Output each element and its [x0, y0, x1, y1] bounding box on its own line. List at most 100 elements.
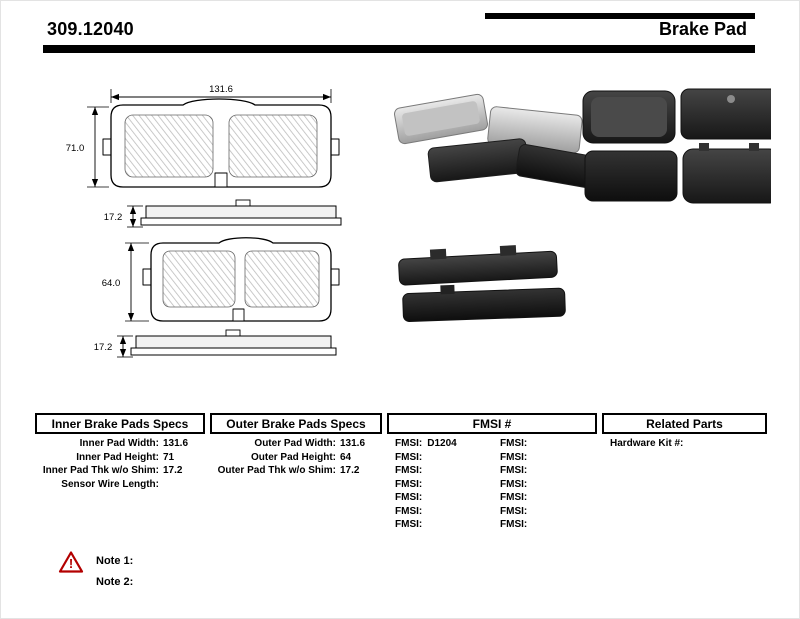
fmsi-label: FMSI:	[500, 492, 528, 503]
spec-value: 131.6	[340, 438, 366, 449]
spec-label: Outer Pad Height:	[250, 451, 336, 463]
inner-pad-thickness-dimension: 17.2	[104, 205, 143, 228]
outer-spec-row: Outer Pad Thk w/o Shim: 17.2	[210, 464, 382, 478]
inner-pad-front-view: 131.6 71.0	[66, 83, 340, 188]
specs-table: Inner Brake Pads Specs Inner Pad Width: …	[35, 413, 767, 532]
header-top-rule	[485, 13, 755, 19]
fmsi-cell: FMSI:	[492, 464, 597, 478]
warning-icon: !	[58, 551, 84, 573]
fmsi-label: FMSI:	[395, 505, 423, 517]
fmsi-label: FMSI:	[395, 492, 423, 503]
product-photo-flat-pads	[398, 245, 566, 323]
fmsi-column: FMSI # FMSI: D1204 FMSI: FMSI: FMSI:	[387, 413, 597, 532]
outer-pad-height-dimension: 64.0	[102, 242, 149, 322]
fmsi-cell: FMSI:	[387, 478, 492, 492]
outer-spec-row: Outer Pad Height: 64	[210, 451, 382, 465]
spec-label: Inner Pad Thk w/o Shim:	[42, 465, 159, 476]
fmsi-label: FMSI:	[500, 478, 528, 490]
fmsi-value	[527, 491, 532, 505]
fmsi-cell: FMSI:	[492, 518, 597, 532]
fmsi-label: FMSI:	[395, 451, 423, 463]
fmsi-value	[422, 505, 427, 519]
outer-height-label: 64.0	[102, 278, 121, 289]
spec-label: Outer Pad Width:	[254, 438, 336, 449]
fmsi-cell: FMSI:	[492, 478, 597, 492]
fmsi-cell: FMSI:	[387, 505, 492, 519]
product-photo-angled-set	[394, 93, 603, 190]
inner-height-label: 71.0	[66, 143, 85, 154]
inner-spec-row: Inner Pad Height: 71	[35, 451, 205, 465]
fmsi-value	[422, 491, 427, 505]
fmsi-value	[527, 451, 532, 465]
spec-value	[159, 478, 205, 492]
spec-label: Inner Pad Width:	[79, 438, 159, 449]
fmsi-value	[422, 518, 427, 532]
fmsi-cell: FMSI: D1204	[387, 437, 492, 451]
svg-text:!: !	[69, 556, 73, 571]
fmsi-cell: FMSI:	[387, 491, 492, 505]
outer-specs-column: Outer Brake Pads Specs Outer Pad Width: …	[210, 413, 382, 532]
inner-width-label: 131.6	[209, 84, 233, 95]
outer-spec-row: Outer Pad Width: 131.6	[210, 437, 382, 451]
inner-spec-row: Sensor Wire Length:	[35, 478, 205, 492]
related-parts-column: Related Parts Hardware Kit #:	[602, 413, 767, 532]
inner-pad-height-dimension: 71.0	[66, 106, 109, 188]
outer-thickness-label: 17.2	[94, 342, 113, 353]
inner-specs-header: Inner Brake Pads Specs	[35, 413, 205, 434]
product-photo-pad-grid	[582, 88, 771, 204]
fmsi-cell: FMSI:	[387, 464, 492, 478]
fmsi-cell: FMSI:	[492, 491, 597, 505]
spec-value: 64	[340, 451, 352, 463]
spec-value: 131.6	[163, 438, 189, 449]
inner-thickness-label: 17.2	[104, 212, 123, 223]
fmsi-label: FMSI:	[500, 465, 528, 476]
technical-drawings-and-photos: 131.6 71.0 17.2	[66, 83, 771, 358]
spec-label: Outer Pad Thk w/o Shim:	[217, 465, 336, 476]
related-part-row: Hardware Kit #:	[610, 437, 767, 451]
fmsi-cell: FMSI:	[492, 437, 597, 451]
inner-pad-side-view: 17.2	[104, 199, 342, 228]
outer-pad-side-view: 17.2	[94, 329, 337, 358]
spec-value: 71	[163, 451, 175, 463]
fmsi-value	[422, 451, 427, 465]
inner-spec-row: Inner Pad Thk w/o Shim: 17.2	[35, 464, 205, 478]
fmsi-value: D1204	[427, 438, 457, 449]
fmsi-label: FMSI:	[500, 519, 528, 530]
outer-specs-header: Outer Brake Pads Specs	[210, 413, 382, 434]
fmsi-value	[422, 478, 427, 492]
fmsi-label: FMSI:	[395, 519, 423, 530]
related-label: Hardware Kit #:	[610, 438, 684, 449]
fmsi-label: FMSI:	[395, 478, 423, 490]
spec-label: Inner Pad Height:	[76, 451, 159, 463]
header-rule	[43, 45, 755, 53]
fmsi-value	[527, 437, 532, 451]
fmsi-label: FMSI:	[395, 465, 423, 476]
inner-specs-column: Inner Brake Pads Specs Inner Pad Width: …	[35, 413, 205, 532]
outer-pad-thickness-dimension: 17.2	[94, 335, 133, 358]
outer-pad-front-view: 64.0	[102, 237, 340, 322]
fmsi-cell: FMSI:	[492, 451, 597, 465]
spec-label: Sensor Wire Length:	[61, 478, 159, 490]
page-title: Brake Pad	[658, 19, 747, 39]
inner-pad-width-dimension: 131.6	[110, 83, 332, 103]
related-parts-header: Related Parts	[602, 413, 767, 434]
spec-value: 17.2	[340, 465, 360, 476]
spec-value: 17.2	[163, 465, 183, 476]
fmsi-label: FMSI:	[500, 438, 528, 449]
note-2: Note 2:	[96, 576, 134, 588]
inner-spec-row: Inner Pad Width: 131.6	[35, 437, 205, 451]
part-number: 309.12040	[47, 19, 134, 39]
fmsi-value	[527, 478, 532, 492]
fmsi-label: FMSI:	[500, 451, 528, 463]
fmsi-label: FMSI:	[500, 505, 528, 517]
fmsi-value	[422, 464, 427, 478]
fmsi-cell: FMSI:	[387, 451, 492, 465]
fmsi-label: FMSI:	[395, 438, 423, 449]
fmsi-value	[527, 464, 532, 478]
fmsi-value	[527, 518, 532, 532]
note-1: Note 1:	[96, 555, 134, 567]
fmsi-value	[527, 505, 532, 519]
fmsi-cell: FMSI:	[387, 518, 492, 532]
fmsi-cell: FMSI:	[492, 505, 597, 519]
